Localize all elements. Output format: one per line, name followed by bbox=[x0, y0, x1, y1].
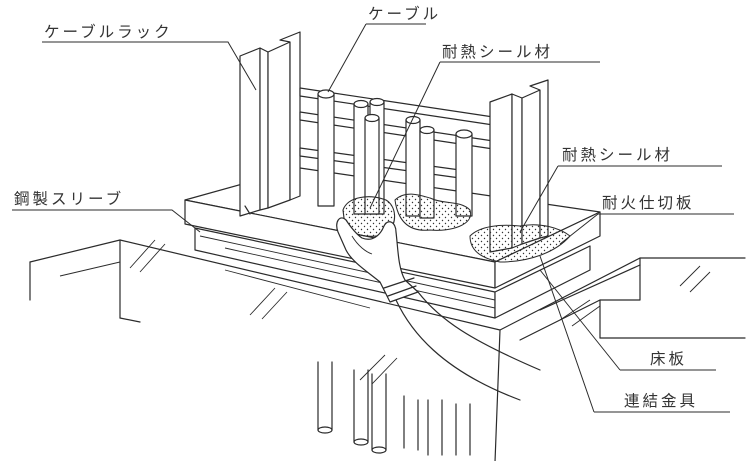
label-steel-sleeve: 鋼製スリーブ bbox=[14, 189, 124, 208]
cable-1 bbox=[317, 93, 335, 207]
leader-lines bbox=[12, 23, 734, 413]
label-floor-slab: 床板 bbox=[650, 350, 687, 368]
cables-below bbox=[317, 361, 471, 456]
sealant-lump bbox=[342, 196, 396, 237]
cable-rack-right bbox=[489, 79, 549, 253]
label-cable-rack: ケーブルラック bbox=[44, 22, 173, 41]
label-cable: ケーブル bbox=[368, 4, 441, 23]
label-connector: 連結金具 bbox=[624, 392, 698, 410]
label-heat-seal-top: 耐熱シール材 bbox=[442, 43, 553, 61]
worker-hand bbox=[336, 217, 541, 401]
heat-resistant-sealant bbox=[394, 193, 571, 263]
cable-rack-left bbox=[239, 31, 301, 217]
label-fire-partition: 耐火仕切板 bbox=[602, 194, 695, 212]
floor-slab bbox=[29, 239, 746, 461]
label-heat-seal-right: 耐熱シール材 bbox=[562, 146, 673, 164]
